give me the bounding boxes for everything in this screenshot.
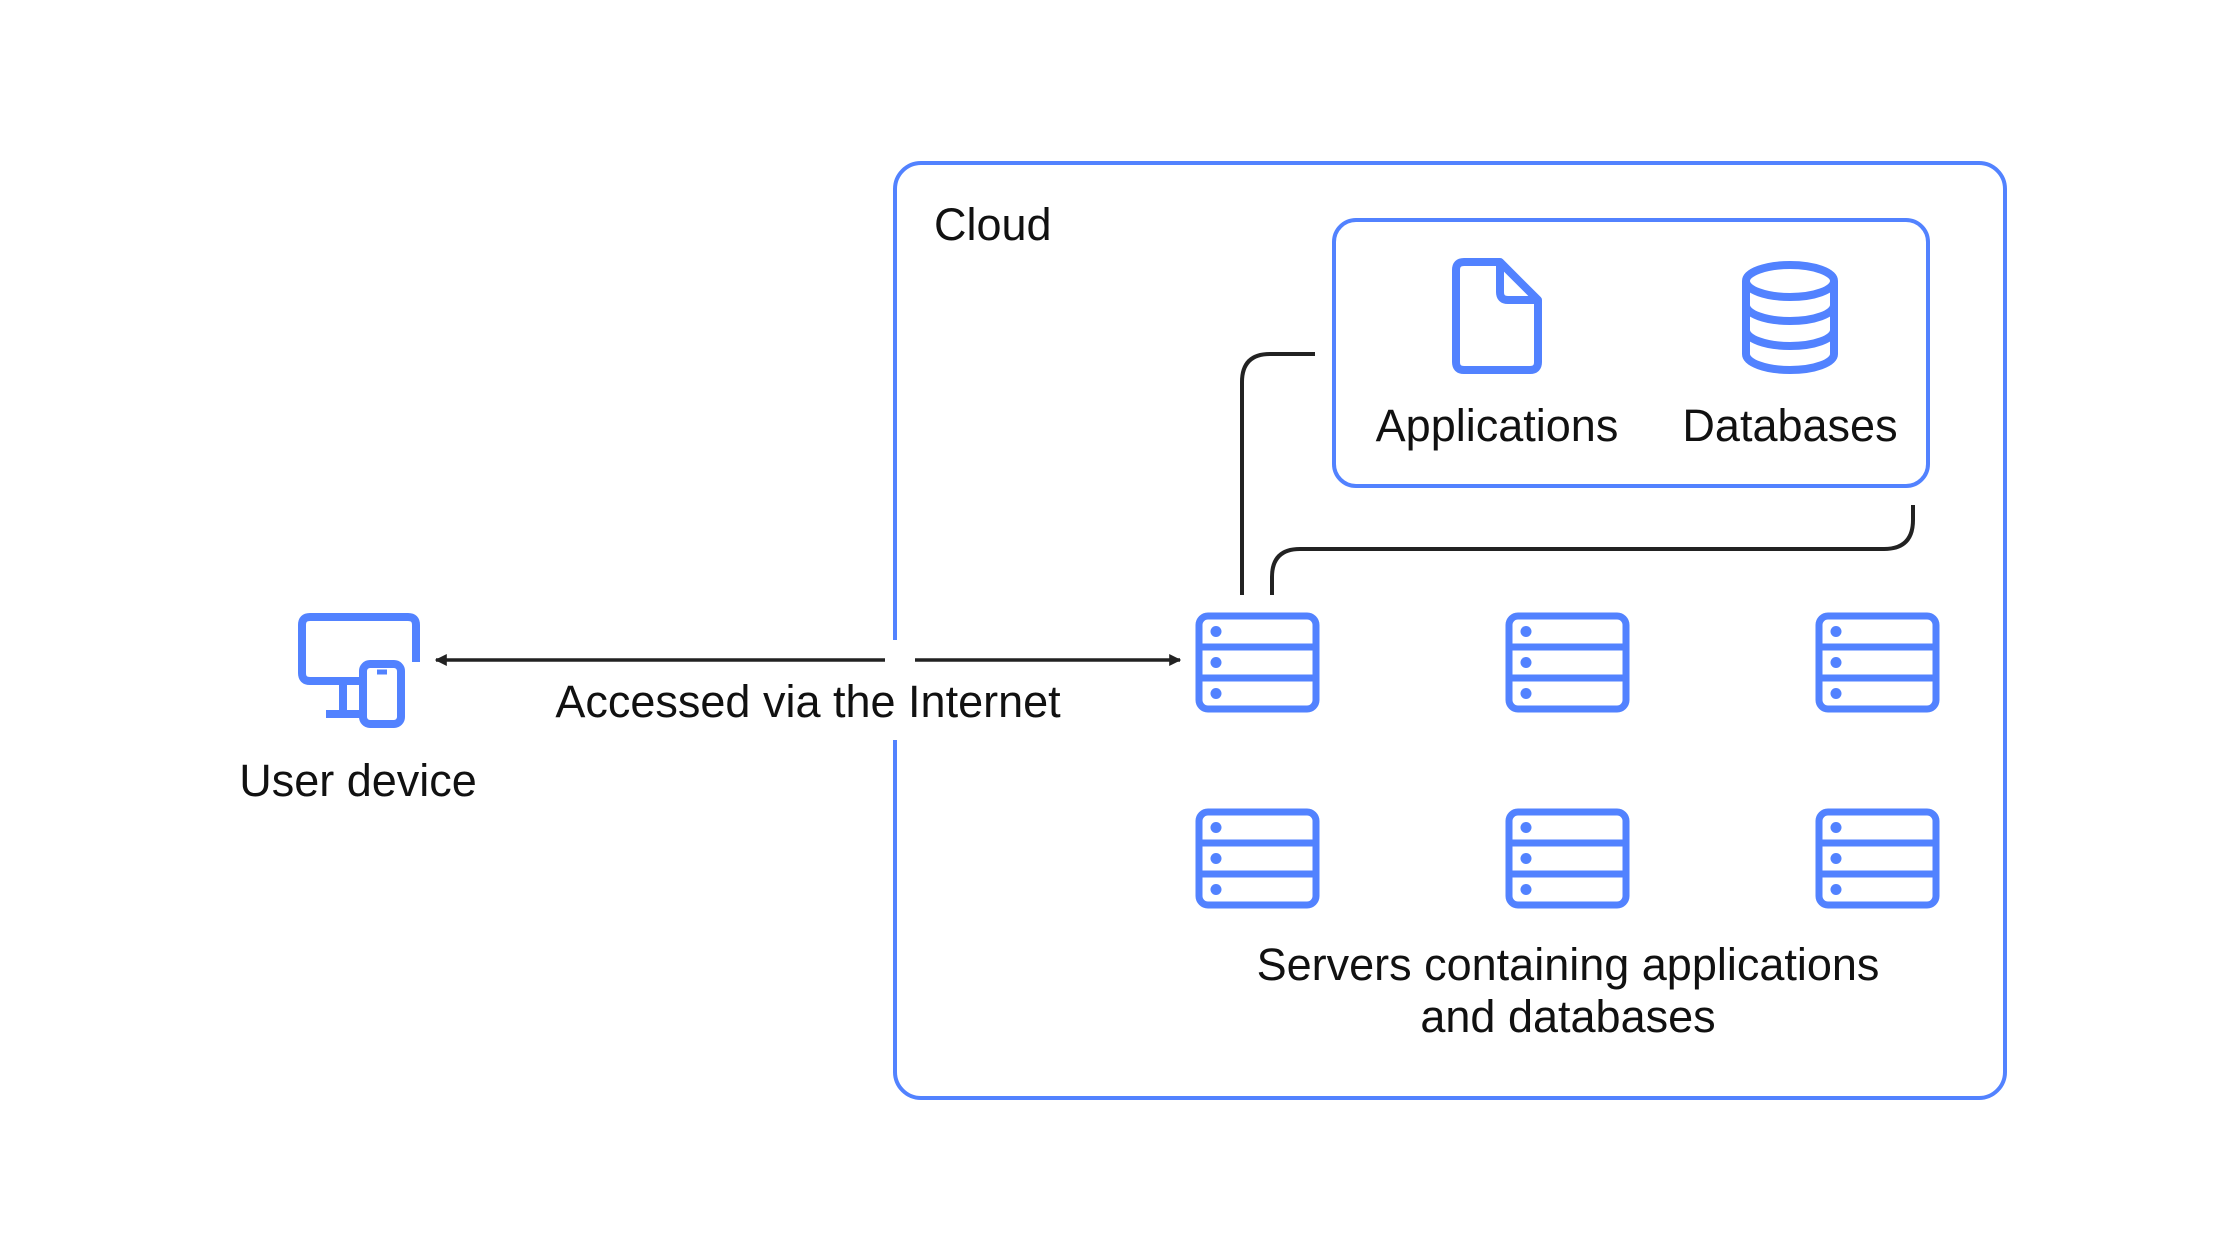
servers-label-line2: and databases (1420, 991, 1716, 1042)
connector-left (1240, 352, 1315, 595)
server-icon (1509, 812, 1626, 905)
file-icon (1452, 258, 1542, 374)
server-icon (1819, 812, 1936, 905)
connection-label: Accessed via the Internet (555, 676, 1061, 727)
database-icon (1742, 261, 1838, 374)
cloud-label: Cloud (934, 199, 1052, 250)
server-icon (1199, 616, 1316, 709)
label-gap (885, 640, 915, 740)
connector-bottom (1270, 505, 1915, 595)
server-icon (1199, 812, 1316, 905)
user-device-label: User device (239, 755, 477, 806)
applications-label: Applications (1375, 400, 1619, 451)
server-icon (1509, 616, 1626, 709)
server-icon (1819, 616, 1936, 709)
stack-box (1332, 218, 1930, 488)
servers-label-line1: Servers containing applications (1256, 939, 1880, 990)
user-device-icon (298, 613, 420, 728)
cloud-container (893, 161, 2007, 1100)
server-grid (1199, 616, 1936, 905)
databases-label: Databases (1682, 400, 1898, 451)
